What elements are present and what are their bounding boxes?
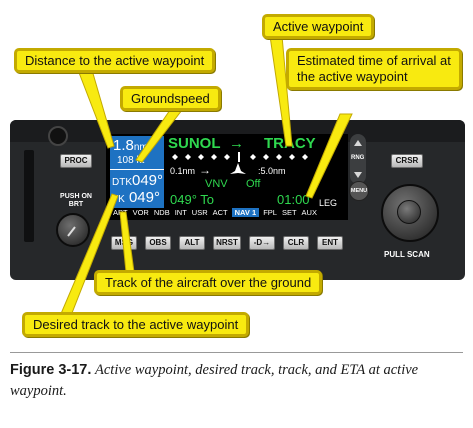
distance-readout: 1.8nm bbox=[113, 137, 148, 154]
knob-indicator-icon bbox=[67, 226, 76, 237]
figure-caption: Figure 3-17. Active waypoint, desired tr… bbox=[10, 360, 460, 402]
bottom-button-6[interactable]: ENT bbox=[317, 236, 343, 250]
course-readout: 049° To bbox=[170, 192, 214, 207]
caption-label: Figure 3-17. bbox=[10, 362, 92, 378]
callout-active-waypoint: Active waypoint bbox=[262, 14, 375, 39]
push-on-text: PUSH ON bbox=[60, 193, 92, 200]
cdi-right-scale: :5.0nm bbox=[258, 166, 286, 176]
inner-knob[interactable] bbox=[397, 200, 421, 224]
range-rocker[interactable] bbox=[350, 134, 366, 184]
push-on-label: PUSH ON BRT bbox=[56, 193, 96, 209]
bottom-button-1[interactable]: OBS bbox=[145, 236, 171, 250]
callout-desired-track: Desired track to the active waypoint bbox=[22, 312, 250, 337]
distance-unit: nm bbox=[133, 142, 148, 153]
tk-readout: TK 049° bbox=[112, 189, 160, 206]
vnv-value: Off bbox=[246, 178, 261, 190]
page-tab-nav-1[interactable]: NAV 1 bbox=[231, 208, 260, 217]
page-tab-set[interactable]: SET bbox=[281, 208, 297, 217]
bottom-button-4[interactable]: -D→ bbox=[249, 236, 275, 250]
rng-label: RNG bbox=[351, 155, 365, 161]
callout-groundspeed: Groundspeed bbox=[120, 86, 221, 111]
panel-divider bbox=[110, 169, 164, 170]
menu-label: MENU bbox=[350, 188, 368, 194]
tk-value: 049° bbox=[128, 189, 160, 206]
aircraft-icon bbox=[230, 163, 246, 174]
photocell-icon bbox=[48, 126, 68, 146]
crsr-button[interactable]: CRSR bbox=[391, 154, 423, 168]
groundspeed-leader bbox=[135, 109, 184, 163]
caption-text: Active waypoint, desired track, track, a… bbox=[10, 362, 419, 399]
page-tab-fpl[interactable]: FPL bbox=[263, 208, 277, 217]
dtk-label: DTK bbox=[112, 177, 132, 188]
power-brightness-knob[interactable] bbox=[56, 213, 90, 247]
brt-text: BRT bbox=[68, 201, 84, 208]
proc-button[interactable]: PROC bbox=[60, 154, 92, 168]
from-waypoint: SUNOL bbox=[168, 135, 221, 152]
vnv-label: VNV bbox=[205, 178, 228, 190]
cdi-arrow-icon: → bbox=[199, 163, 211, 177]
cdi-scale bbox=[172, 152, 308, 162]
bottom-button-5[interactable]: CLR bbox=[283, 236, 309, 250]
caption-rule bbox=[10, 352, 463, 353]
page-tab-vor[interactable]: VOR bbox=[132, 208, 149, 217]
tk-label: TK bbox=[112, 194, 125, 205]
menu-button[interactable]: MENU bbox=[349, 181, 369, 201]
track-leader bbox=[119, 211, 135, 273]
eta-leader bbox=[305, 113, 353, 199]
cdi-dots bbox=[172, 154, 308, 160]
scan-knob[interactable] bbox=[381, 184, 439, 242]
pull-scan-label: PULL SCAN bbox=[384, 250, 430, 259]
groundspeed-readout: 108 kt bbox=[117, 155, 145, 166]
cdi-left-scale: 0.1nm bbox=[170, 166, 196, 176]
nav-data-panel bbox=[110, 136, 164, 208]
distance-value: 1.8 bbox=[113, 137, 134, 154]
card-slot bbox=[24, 150, 34, 242]
distance-leader bbox=[77, 69, 115, 149]
leg-mode-label: LEG bbox=[319, 198, 338, 208]
page-tab-aux[interactable]: AUX bbox=[301, 208, 317, 217]
eta-readout: 01:00 bbox=[277, 192, 310, 207]
dtk-readout: DTK049° bbox=[112, 172, 163, 189]
callout-eta: Estimated time of arrival at the active … bbox=[286, 48, 462, 90]
desired-track-leader bbox=[59, 193, 119, 319]
page-tab-int[interactable]: INT bbox=[174, 208, 187, 217]
dtk-value: 049° bbox=[132, 172, 164, 189]
page-tab-ndb[interactable]: NDB bbox=[153, 208, 170, 217]
bottom-button-2[interactable]: ALT bbox=[179, 236, 205, 250]
callout-distance: Distance to the active waypoint bbox=[14, 48, 216, 73]
bottom-button-3[interactable]: NRST bbox=[213, 236, 241, 250]
callout-track: Track of the aircraft over the ground bbox=[94, 270, 323, 295]
range-arrows-icon bbox=[354, 140, 362, 178]
route-arrow-icon: → bbox=[229, 135, 244, 152]
page-tab-usr[interactable]: USR bbox=[191, 208, 208, 217]
page-tab-act[interactable]: ACT bbox=[212, 208, 228, 217]
